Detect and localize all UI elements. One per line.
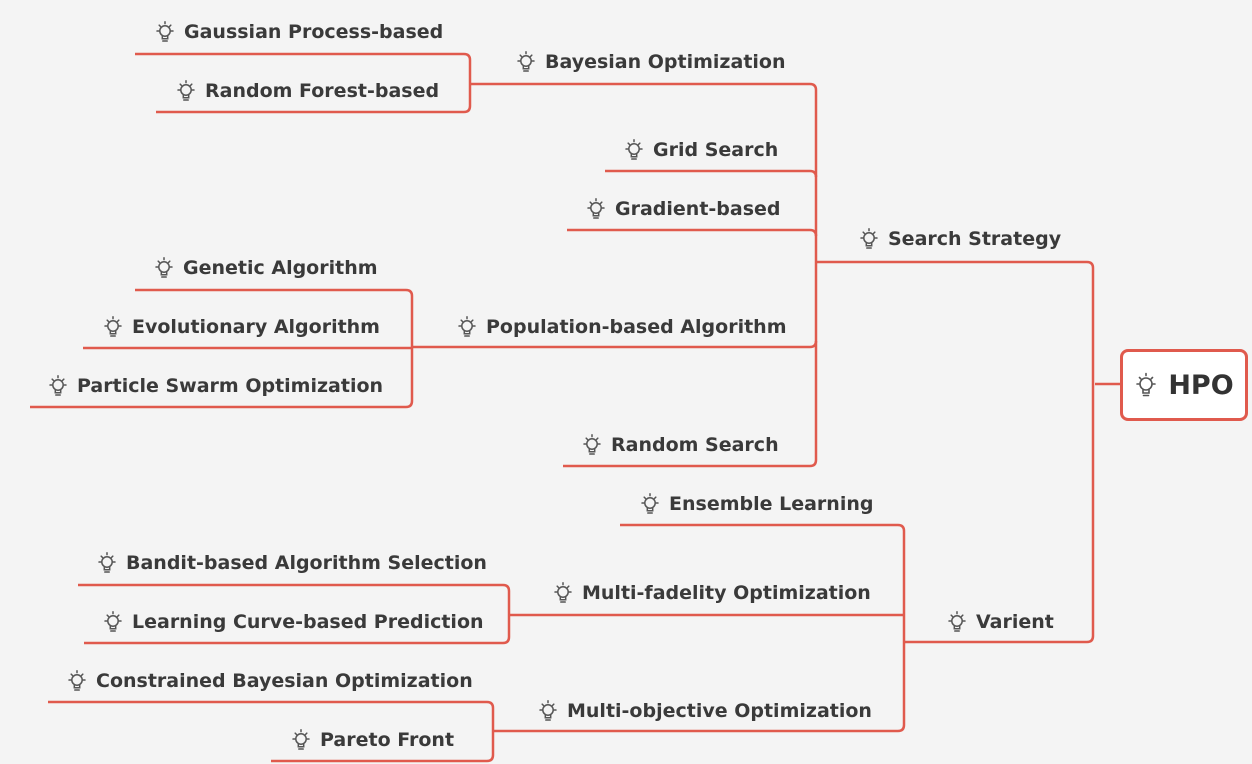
node-multi-objective[interactable]: Multi-objective Optimization	[537, 699, 872, 723]
node-label: Bayesian Optimization	[545, 51, 786, 73]
node-label: Genetic Algorithm	[183, 257, 378, 279]
lightbulb-icon	[68, 670, 86, 691]
node-label: Pareto Front	[320, 729, 455, 751]
node-label: Varient	[976, 611, 1054, 633]
lightbulb-icon	[104, 316, 122, 337]
node-label: Search Strategy	[888, 228, 1062, 250]
lightbulb-icon	[292, 729, 310, 750]
node-label: Particle Swarm Optimization	[77, 375, 384, 397]
node-label: Learning Curve-based Prediction	[132, 611, 484, 633]
node-label: Population-based Algorithm	[486, 316, 787, 338]
lightbulb-icon	[104, 611, 122, 632]
node-bayesian-optimization[interactable]: Bayesian Optimization	[515, 50, 786, 74]
lightbulb-icon	[625, 139, 643, 160]
node-evolutionary-algorithm[interactable]: Evolutionary Algorithm	[102, 315, 380, 339]
node-label: Gaussian Process-based	[184, 21, 444, 43]
lightbulb-icon	[1136, 372, 1157, 397]
node-label: Gradient-based	[615, 198, 781, 220]
node-ensemble-learning[interactable]: Ensemble Learning	[639, 492, 873, 516]
node-gradient-based[interactable]: Gradient-based	[585, 197, 781, 221]
lightbulb-icon	[98, 552, 116, 573]
lightbulb-icon	[517, 51, 535, 72]
lightbulb-icon	[155, 257, 173, 278]
lightbulb-icon	[156, 21, 174, 42]
node-particle-swarm[interactable]: Particle Swarm Optimization	[47, 374, 383, 398]
node-random-search[interactable]: Random Search	[581, 433, 779, 457]
node-gaussian-process[interactable]: Gaussian Process-based	[154, 20, 443, 44]
lightbulb-icon	[583, 434, 601, 455]
lightbulb-icon	[587, 198, 605, 219]
lightbulb-icon	[641, 493, 659, 514]
lightbulb-icon	[554, 582, 572, 603]
lightbulb-icon	[860, 228, 878, 249]
node-learning-curve[interactable]: Learning Curve-based Prediction	[102, 610, 484, 634]
node-label: Random Forest-based	[205, 80, 440, 102]
node-label: Bandit-based Algorithm Selection	[126, 552, 487, 574]
node-label: Multi-fadelity Optimization	[582, 582, 871, 604]
node-varient[interactable]: Varient	[946, 610, 1054, 634]
node-label: Grid Search	[653, 139, 779, 161]
node-constrained-bayesian[interactable]: Constrained Bayesian Optimization	[66, 669, 473, 693]
lightbulb-icon	[177, 80, 195, 101]
node-pareto-front[interactable]: Pareto Front	[290, 728, 454, 752]
node-label: Random Search	[611, 434, 779, 456]
lightbulb-icon	[49, 375, 67, 396]
root-node-hpo[interactable]: HPO	[1120, 349, 1248, 421]
node-label: Evolutionary Algorithm	[132, 316, 380, 338]
node-search-strategy[interactable]: Search Strategy	[858, 227, 1061, 251]
root-label: HPO	[1168, 369, 1234, 401]
lightbulb-icon	[458, 316, 476, 337]
node-label: Ensemble Learning	[669, 493, 874, 515]
node-label: Constrained Bayesian Optimization	[96, 670, 473, 692]
node-genetic-algorithm[interactable]: Genetic Algorithm	[153, 256, 378, 280]
lightbulb-icon	[539, 700, 557, 721]
node-random-forest[interactable]: Random Forest-based	[175, 79, 439, 103]
node-population-based[interactable]: Population-based Algorithm	[456, 315, 787, 339]
node-bandit-based[interactable]: Bandit-based Algorithm Selection	[96, 551, 487, 575]
lightbulb-icon	[948, 611, 966, 632]
node-label: Multi-objective Optimization	[567, 700, 872, 722]
node-grid-search[interactable]: Grid Search	[623, 138, 778, 162]
node-multi-fidelity[interactable]: Multi-fadelity Optimization	[552, 581, 871, 605]
